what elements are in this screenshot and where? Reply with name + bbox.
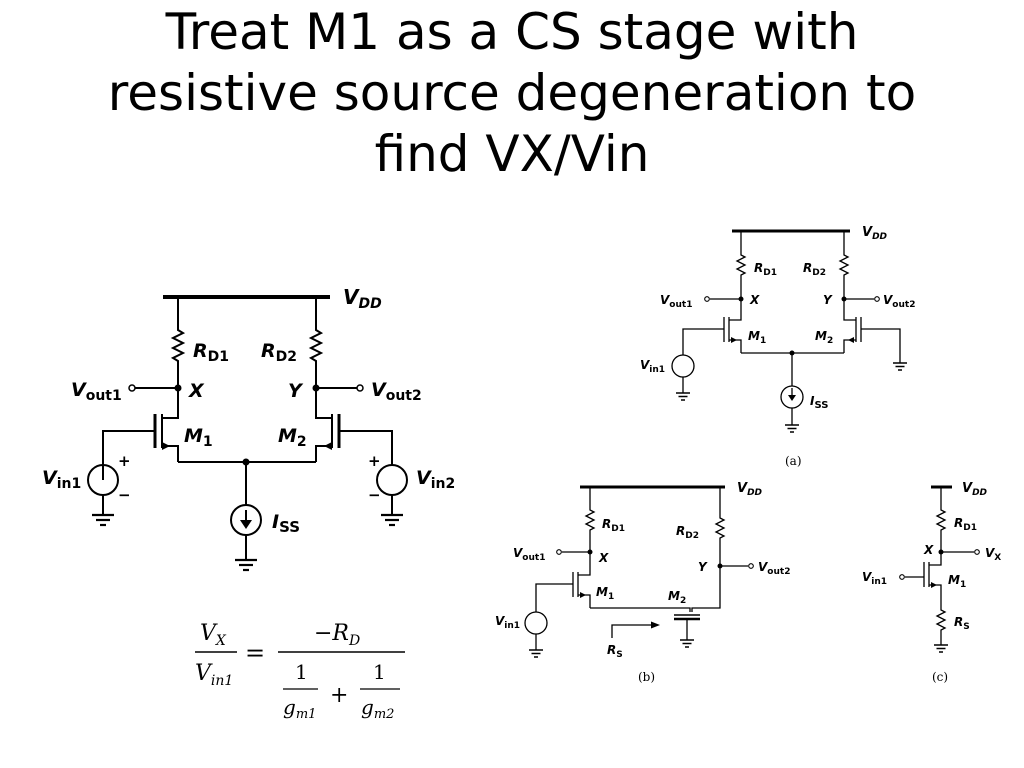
- vout1-label: Vout1: [513, 546, 545, 563]
- circuit-large: VDD RD1 RD2 Vout1 X Vout2 Y M1: [42, 285, 455, 572]
- plus-sign: +: [118, 452, 131, 470]
- vdd-label: VDD: [737, 481, 763, 498]
- caption-c: (c): [932, 670, 948, 684]
- vdd-label: VDD: [343, 285, 382, 312]
- tail-node: [242, 458, 250, 466]
- m1-transistor: [723, 299, 742, 353]
- eq-gm1: gm1: [283, 695, 316, 722]
- vin1-label: Vin1: [42, 467, 81, 492]
- vin1-label: Vin1: [862, 570, 887, 587]
- m1-transistor: [102, 388, 179, 480]
- circuit-b: VDD RD1 RD2 Vout1 X Vout2 Y M1 M2 RS Vin…: [495, 481, 790, 684]
- vdd-label: VDD: [862, 225, 888, 242]
- m2-label: M2: [668, 589, 686, 606]
- rd1-resistor: [935, 487, 947, 552]
- vdd-label: VDD: [962, 481, 988, 498]
- vout2-terminal: [356, 384, 364, 392]
- ground-symbol: [233, 558, 259, 572]
- minus-sign: −: [118, 486, 131, 504]
- rd1-label: RD1: [754, 261, 777, 278]
- ground-symbol: [679, 639, 695, 648]
- eq-gm2: gm2: [361, 695, 394, 722]
- vin1-label: Vin1: [495, 614, 520, 631]
- m1-label: M1: [748, 329, 766, 346]
- rd2-label: RD2: [261, 340, 297, 365]
- gain-equation: VX Vin1 = −RD 1 gm1 + 1 gm2: [195, 621, 405, 722]
- vin2-source: [376, 464, 408, 496]
- eq-equals: =: [245, 639, 265, 667]
- m1-transistor: [923, 552, 942, 600]
- m1-transistor: [572, 552, 591, 608]
- m1-label: M1: [948, 573, 966, 590]
- ground-symbol: [784, 424, 800, 433]
- vout2-label: Vout2: [883, 293, 915, 310]
- rd2-resistor: [308, 297, 324, 388]
- x-label: X: [749, 293, 760, 307]
- rd1-resistor: [170, 297, 186, 388]
- iss-label: ISS: [810, 394, 828, 411]
- m1-label: M1: [596, 585, 614, 602]
- title-line-2: resistive source degeneration to: [107, 64, 917, 122]
- caption-a: (a): [785, 454, 802, 468]
- plus-sign: +: [368, 452, 381, 470]
- iss-label: ISS: [272, 511, 300, 536]
- ground-symbol: [933, 644, 949, 653]
- y-label: Y: [288, 380, 304, 402]
- circuit-c: VDD RD1 VX X Vin1 M1 RS (c): [862, 481, 1001, 684]
- m1-label: M1: [184, 425, 213, 450]
- eq-plus: +: [330, 683, 348, 708]
- rd1-resistor: [584, 487, 596, 552]
- eq-lhs-numerator: VX: [200, 621, 227, 649]
- y-label: Y: [698, 560, 708, 574]
- vx-label: VX: [985, 546, 1001, 563]
- rd1-label: RD1: [602, 517, 625, 534]
- vout2-label: Vout2: [371, 379, 422, 404]
- ground-symbol: [90, 513, 116, 527]
- rd1-resistor: [735, 231, 747, 299]
- rd1-label: RD1: [193, 340, 229, 365]
- x-label: X: [598, 551, 609, 565]
- ground-symbol: [379, 513, 405, 527]
- rd2-resistor: [714, 487, 726, 566]
- m2-label: M2: [278, 425, 307, 450]
- y-label: Y: [823, 293, 833, 307]
- rs-resistor: [935, 600, 947, 645]
- vout1-label: Vout1: [660, 293, 692, 310]
- eq-one: 1: [295, 660, 308, 684]
- slide-title: Treat M1 as a CS stage with resistive so…: [0, 2, 1024, 185]
- vin1-label: Vin1: [640, 358, 665, 375]
- m2-transistor: [315, 388, 393, 462]
- vout1-terminal: [128, 384, 136, 392]
- circuit-a: VDD RD1 RD2 Vout1 X Vout2 Y M1 M2 ISS: [640, 225, 915, 468]
- ground-symbol: [675, 392, 691, 401]
- rs-label: RS: [954, 615, 970, 632]
- minus-sign: −: [368, 486, 381, 504]
- title-line-3: find VX/Vin: [374, 125, 650, 183]
- vin2-label: Vin2: [416, 467, 455, 492]
- m2-transistor: [843, 299, 862, 353]
- vin1-source: [524, 611, 548, 635]
- x-label: X: [188, 380, 205, 402]
- rd2-label: RD2: [803, 261, 826, 278]
- title-line-1: Treat M1 as a CS stage with: [165, 3, 859, 61]
- caption-b: (b): [638, 670, 655, 684]
- rd1-label: RD1: [954, 516, 977, 533]
- ground-symbol: [528, 649, 544, 658]
- rs-label: RS: [607, 643, 623, 660]
- x-label: X: [923, 543, 934, 557]
- rd2-label: RD2: [676, 524, 699, 541]
- eq-one: 1: [373, 660, 386, 684]
- eq-lhs-denominator: Vin1: [195, 661, 233, 689]
- rs-arrow: [611, 624, 652, 638]
- vout1-label: Vout1: [71, 379, 122, 404]
- eq-rhs-numerator: −RD: [314, 621, 360, 649]
- ground-symbol: [892, 362, 908, 371]
- vin1-source: [671, 354, 695, 378]
- m2-label: M2: [815, 329, 833, 346]
- vout2-label: Vout2: [758, 560, 790, 577]
- rd2-resistor: [838, 231, 850, 299]
